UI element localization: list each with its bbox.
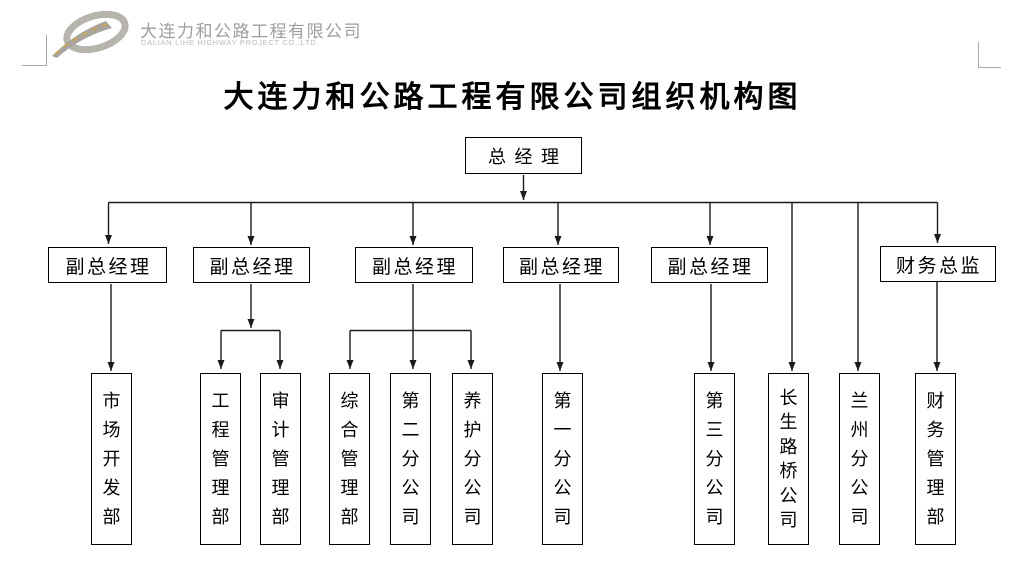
org-node-label: 兰州分公司	[850, 390, 869, 527]
org-node-first-branch: 第一分公司	[542, 373, 583, 545]
org-node-general-management-dept: 综合管理部	[329, 373, 370, 545]
org-node-second-branch: 第二分公司	[390, 373, 431, 545]
org-node-label: 第一分公司	[553, 390, 572, 527]
org-node-label: 第三分公司	[705, 390, 724, 527]
org-node-label: 综合管理部	[340, 390, 359, 527]
org-node-deputy-gm-1: 副总经理	[48, 247, 167, 283]
org-node-maintenance-branch: 养护分公司	[452, 373, 493, 545]
org-node-label: 总 经 理	[488, 146, 561, 167]
org-node-deputy-gm-2: 副总经理	[193, 247, 310, 283]
logo-company-name-en: DALIAN LIHE HIGHWAY PROJECT CO.,LTD	[141, 38, 317, 47]
org-node-label: 副总经理	[209, 256, 296, 278]
org-node-changsheng-road-bridge-company: 长生路桥公司	[768, 373, 809, 545]
org-node-label: 副总经理	[371, 256, 458, 278]
org-node-label: 养护分公司	[463, 390, 482, 527]
org-node-label: 市场开发部	[102, 390, 121, 527]
org-node-label: 工程管理部	[211, 390, 230, 527]
org-node-label: 副总经理	[518, 256, 605, 278]
page-title: 大连力和公路工程有限公司组织机构图	[223, 81, 802, 114]
org-node-finance-director: 财务总监	[880, 246, 996, 282]
org-node-label: 财务总监	[895, 255, 982, 277]
org-node-finance-management-dept: 财务管理部	[915, 373, 956, 545]
org-node-audit-management-dept: 审计管理部	[260, 373, 301, 545]
org-node-general-manager: 总 经 理	[465, 137, 582, 174]
org-node-deputy-gm-3: 副总经理	[355, 247, 473, 283]
org-node-deputy-gm-4: 副总经理	[503, 247, 619, 283]
org-node-label: 长生路桥公司	[779, 387, 798, 531]
org-node-engineering-management-dept: 工程管理部	[200, 373, 241, 545]
org-node-label: 副总经理	[667, 256, 754, 278]
org-node-market-development-dept: 市场开发部	[91, 373, 132, 545]
org-node-label: 财务管理部	[926, 390, 945, 527]
org-node-lanzhou-branch: 兰州分公司	[839, 373, 880, 545]
logo-company-name: 大连力和公路工程有限公司	[140, 22, 362, 41]
org-node-third-branch: 第三分公司	[694, 373, 735, 545]
page-corner-mark-top-right	[978, 42, 1001, 68]
org-node-label: 第二分公司	[401, 390, 420, 527]
page-corner-mark-top-left	[22, 35, 47, 66]
org-node-label: 副总经理	[65, 256, 152, 278]
road-swoosh-icon	[52, 10, 129, 58]
org-node-deputy-gm-5: 副总经理	[651, 247, 768, 283]
org-node-label: 审计管理部	[271, 390, 290, 527]
